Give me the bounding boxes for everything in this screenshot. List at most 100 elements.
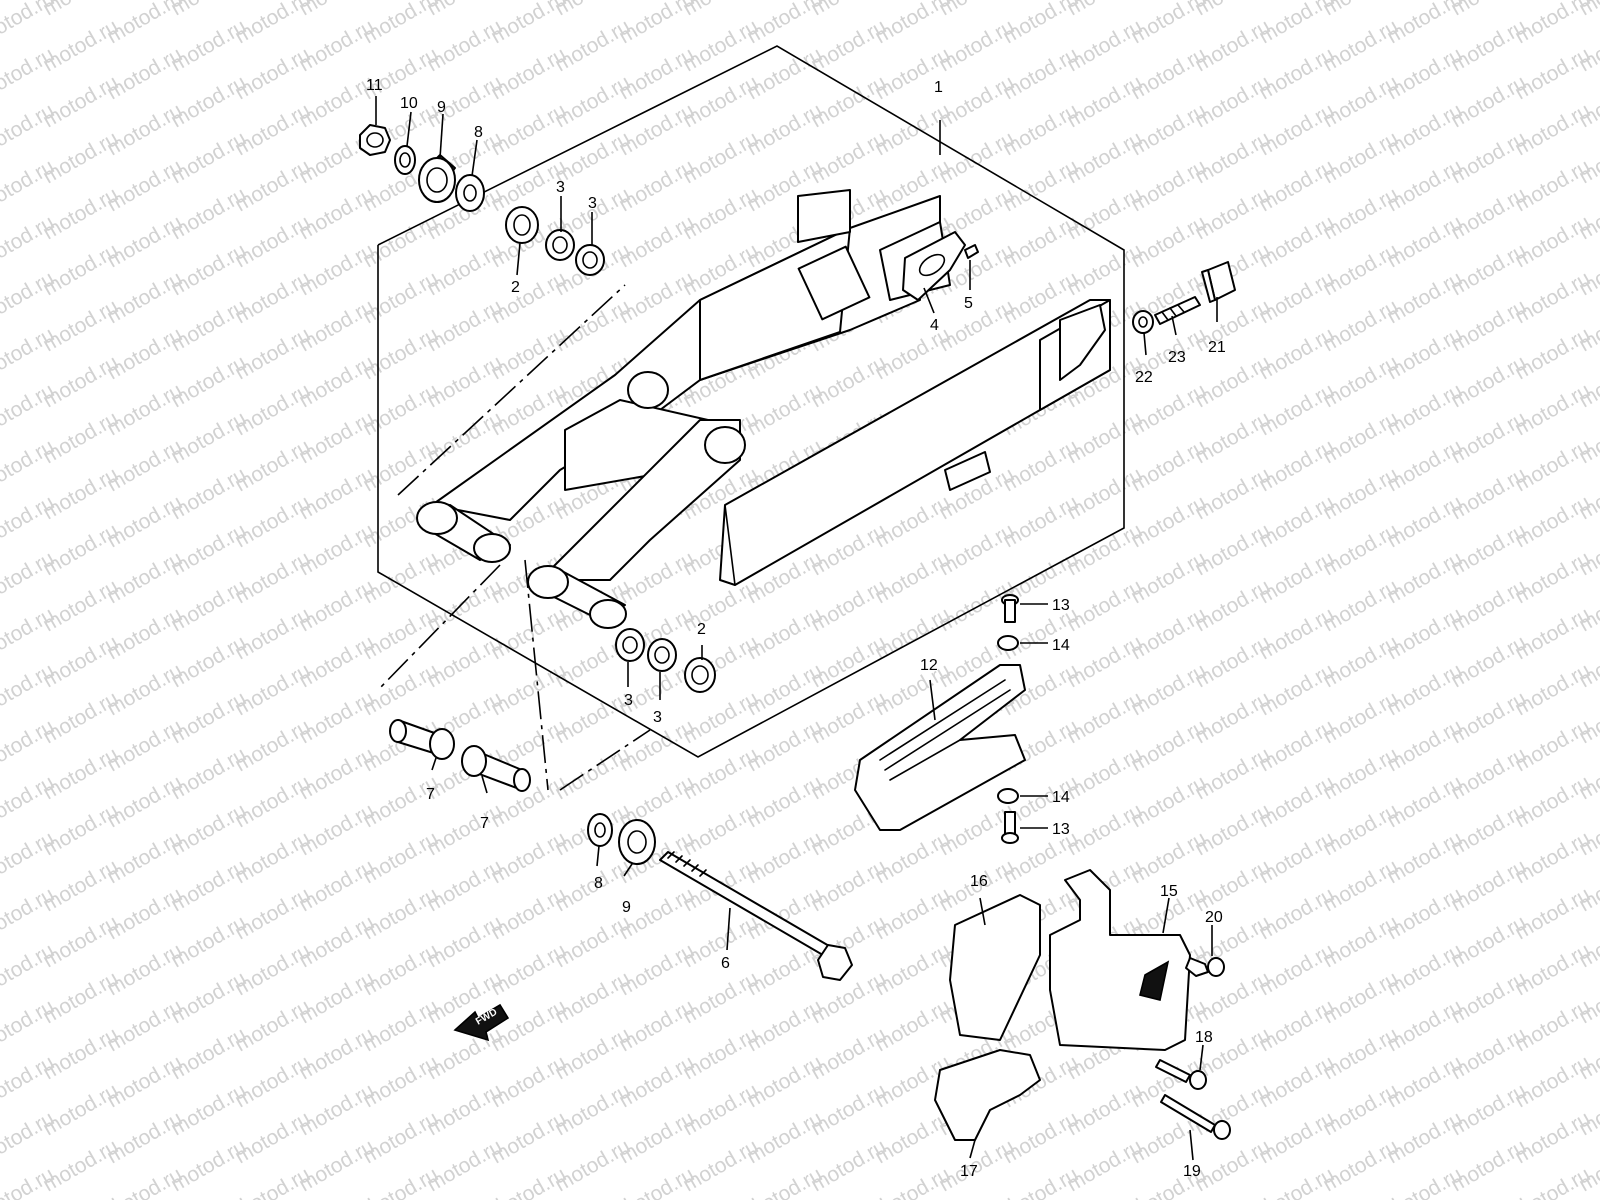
watermark-text: motod.ru [1255,155,1338,216]
watermark-text: motod.ru [103,771,186,832]
watermark-text: motod.ru [1383,547,1466,608]
watermark-text: motod.ru [1127,435,1210,496]
watermark-text: motod.ru [1063,799,1146,860]
watermark-text: motod.ru [295,463,378,524]
watermark-text: motod.ru [231,547,314,608]
watermark-text: motod.ru [1063,183,1146,244]
watermark-text: motod.ru [871,827,954,888]
watermark-text: motod.ru [487,99,570,160]
watermark-text: motod.ru [1383,435,1466,496]
watermark-text: motod.ru [1511,659,1594,720]
watermark-text: motod.ru [615,1051,698,1112]
watermark-text: motod.ru [1127,771,1210,832]
watermark-text: motod.ru [1191,519,1274,580]
callout-3-bottom-b: 3 [653,709,662,726]
watermark-text: motod.ru [743,43,826,104]
bolt-20 [1185,957,1225,977]
callout-6: 6 [721,955,730,972]
watermark-text: motod.ru [231,771,314,832]
watermark-text: motod.ru [1319,239,1402,300]
watermark-text: motod.ru [1383,43,1466,104]
watermark-text: motod.ru [231,1107,314,1168]
watermark-text: motod.ru [487,267,570,328]
watermark-text: motod.ru [743,603,826,664]
watermark-text: motod.ru [1447,519,1530,580]
watermark-text: motod.ru [231,827,314,888]
watermark-text: motod.ru [871,547,954,608]
watermark-text: motod.ru [167,575,250,636]
watermark-text: motod.ru [1063,407,1146,468]
watermark-text: motod.ru [1447,911,1530,972]
spacer-9-top [418,154,456,203]
watermark-text: motod.ru [935,71,1018,132]
watermark-text: motod.ru [1255,99,1338,160]
watermark-text: motod.ru [1191,463,1274,524]
watermark-text: motod.ru [103,211,186,272]
watermark-text: motod.ru [103,435,186,496]
watermark-text: motod.ru [39,463,122,524]
watermark-text: motod.ru [423,855,506,916]
watermark-text: motod.ru [1447,183,1530,244]
watermark-text: motod.ru [551,295,634,356]
watermark-text: motod.ru [295,855,378,916]
watermark-text: motod.ru [167,631,250,692]
bolt-23 [1154,296,1201,325]
watermark-text: motod.ru [1255,267,1338,328]
watermark-text: motod.ru [167,1079,250,1140]
watermark-text: motod.ru [551,1079,634,1140]
watermark-text: motod.ru [1447,687,1530,748]
bracket-16 [949,894,1041,1041]
watermark-text: motod.ru [1447,407,1530,468]
watermark-text: motod.ru [231,1163,314,1200]
watermark-text: motod.ru [1255,211,1338,272]
watermark-text: motod.ru [103,883,186,944]
watermark-text: motod.ru [807,631,890,692]
nut-22 [1132,310,1154,334]
watermark-text: motod.ru [1191,1135,1274,1196]
swingarm [416,189,1111,629]
callout-18: 18 [1195,1029,1213,1046]
bushing-2-bottom [684,657,716,693]
watermark-text: motod.ru [1191,71,1274,132]
watermark-text: motod.ru [39,1023,122,1084]
watermark-text: motod.ru [615,939,698,1000]
watermark-text: motod.ru [1191,799,1274,860]
watermark-text: motod.ru [1255,435,1338,496]
watermark-text: motod.ru [359,659,442,720]
watermark-text: motod.ru [423,15,506,76]
assembly-frame [377,45,1125,758]
watermark-text: motod.ru [679,1135,762,1196]
callout-20: 20 [1205,909,1223,926]
watermark-text: motod.ru [231,715,314,776]
watermark-text: motod.ru [231,211,314,272]
watermark-text: motod.ru [1319,967,1402,1028]
watermark-text: motod.ru [1383,1163,1466,1200]
watermark-text: motod.ru [39,575,122,636]
watermark-text: motod.ru [1511,211,1594,272]
callout-14-top: 14 [1052,637,1070,654]
bolt-19 [1160,1094,1231,1140]
watermark-text: motod.ru [1447,575,1530,636]
watermark-text: motod.ru [295,351,378,412]
washer-8-bottom [587,813,613,847]
watermark-text: motod.ru [871,1163,954,1200]
watermark-text: motod.ru [295,967,378,1028]
watermark-text: motod.ru [1063,1135,1146,1196]
watermark-text: motod.ru [359,827,442,888]
watermark-text: motod.ru [1319,127,1402,188]
watermark-text: motod.ru [1319,71,1402,132]
watermark-text: motod.ru [1383,211,1466,272]
watermark-text: motod.ru [1447,1079,1530,1140]
callout-13-bottom: 13 [1052,821,1070,838]
watermark-text: motod.ru [103,827,186,888]
watermark-text: motod.ru [423,407,506,468]
watermark-text: motod.ru [807,1023,890,1084]
bushing-2-top [505,206,539,244]
watermark-text: motod.ru [679,183,762,244]
watermark-text: motod.ru [231,659,314,720]
watermark-text: motod.ru [231,323,314,384]
watermark-text: motod.ru [39,1135,122,1196]
watermark-text: motod.ru [1383,323,1466,384]
watermark-text: motod.ru [1447,631,1530,692]
left-pivot-tube [416,501,511,563]
